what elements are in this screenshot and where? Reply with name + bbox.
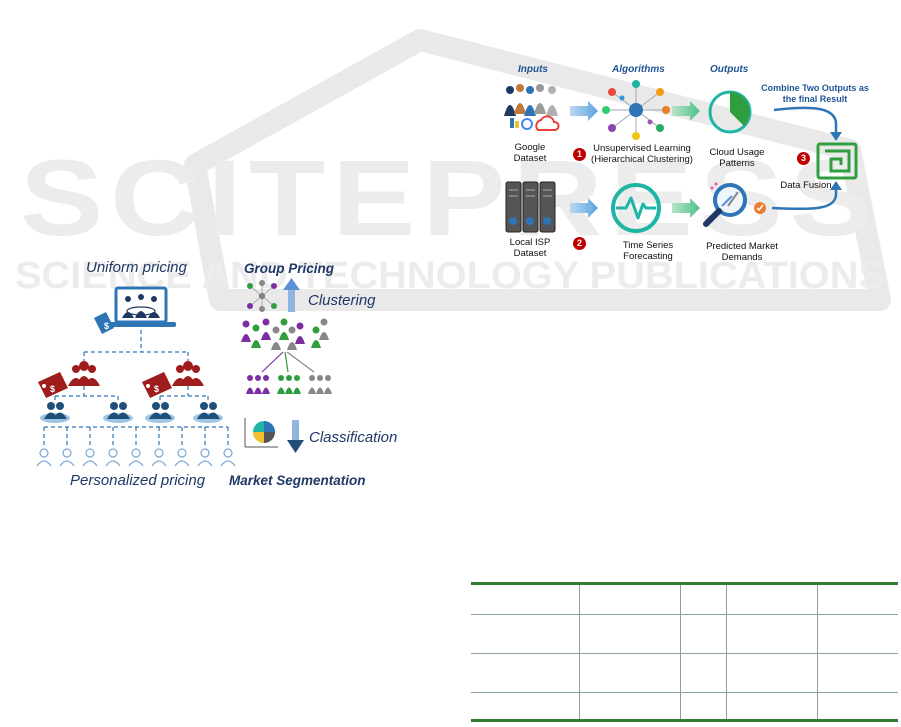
step-1-badge: 1	[573, 148, 586, 161]
ts-line-1: Time Series	[622, 240, 674, 251]
clustering-label: Clustering	[308, 292, 376, 309]
table-cell	[680, 653, 727, 693]
isp-line-2: Dataset	[513, 248, 547, 259]
step-2-badge: 2	[573, 237, 586, 250]
user-pair-icons	[40, 402, 223, 423]
classification-label: Classification	[309, 429, 398, 446]
combine-note: Combine Two Outputs as the final Result	[754, 83, 876, 105]
table-cell	[726, 582, 818, 615]
time-series-label: Time Series Forecasting	[610, 240, 686, 262]
combine-line-2: the final Result	[782, 94, 848, 104]
table-cell	[680, 614, 727, 654]
ts-line-2: Forecasting	[623, 251, 673, 262]
isp-line-1: Local ISP	[509, 237, 551, 248]
predicted-demands-label: Predicted Market Demands	[692, 241, 792, 263]
cloud-line-2: Patterns	[719, 158, 755, 169]
combine-arrow-top	[773, 106, 838, 136]
combine-line-1: Combine Two Outputs as	[761, 83, 869, 93]
table-cell	[817, 692, 898, 722]
pricing-diagram: $ $	[36, 278, 332, 467]
group-icon-right	[172, 361, 204, 386]
table-row	[471, 614, 898, 654]
table-cell	[680, 692, 727, 722]
user-pair-icon-3	[145, 402, 175, 423]
arrow-algo-to-output-bottom	[672, 198, 700, 218]
table-cell	[817, 653, 898, 693]
table-cell	[579, 614, 681, 654]
unsup-line-2: (Hierarchical Clustering)	[591, 154, 693, 165]
clustering-network-icon	[602, 80, 670, 140]
cluster-network-icon	[247, 280, 277, 312]
table-cell	[579, 653, 681, 693]
price-tag-icon-left: $	[38, 372, 68, 398]
group-icon-left	[68, 361, 100, 386]
user-pair-icon-4	[193, 402, 223, 423]
table-cell	[726, 653, 818, 693]
combine-arrow-bottom	[771, 186, 838, 211]
outputs-header: Outputs	[710, 64, 749, 75]
personalized-pricing-label: Personalized pricing	[70, 472, 206, 489]
unsupervised-learning-label: Unsupervised Learning (Hierarchical Clus…	[584, 143, 700, 165]
pred-line-2: Demands	[721, 252, 763, 263]
google-dataset-icon	[504, 84, 560, 131]
split-arrows	[261, 351, 315, 373]
arrow-input-to-algo-bottom	[570, 198, 598, 218]
google-dataset-label: Google Dataset	[500, 142, 560, 164]
local-isp-label: Local ISP Dataset	[500, 237, 560, 259]
results-table	[471, 582, 898, 722]
usage-pie-icon	[708, 90, 752, 134]
table-cell	[817, 614, 898, 654]
table-row	[471, 582, 898, 615]
arrow-algo-to-output-top	[672, 101, 700, 121]
uniform-pricing-label: Uniform pricing	[86, 259, 187, 276]
step-3-badge: 3	[797, 152, 810, 165]
data-fusion-icon	[816, 142, 858, 180]
table-cell	[726, 614, 818, 654]
svg-text:$: $	[50, 384, 55, 394]
price-tag-icon: $	[94, 312, 114, 334]
user-pair-icon-2	[103, 402, 133, 423]
laptop-icon	[106, 286, 176, 327]
inputs-header: Inputs	[518, 64, 548, 75]
crowd-icon	[241, 318, 329, 350]
unsup-line-1: Unsupervised Learning	[593, 143, 691, 154]
table-cell	[726, 692, 818, 722]
table-cell	[471, 582, 580, 615]
google-line-1: Google	[514, 142, 546, 153]
svg-text:$: $	[104, 321, 109, 331]
table-cell	[471, 692, 580, 722]
pred-line-1: Predicted Market	[706, 241, 778, 252]
arrow-input-to-algo-top	[570, 101, 598, 121]
arrow-down-icon	[287, 420, 304, 453]
market-segmentation-label: Market Segmentation	[229, 473, 366, 488]
svg-text:$: $	[154, 384, 159, 394]
data-fusion-label: Data Fusion	[780, 180, 832, 191]
table-cell	[579, 582, 681, 615]
group-pricing-label: Group Pricing	[244, 261, 335, 276]
google-line-2: Dataset	[513, 153, 547, 164]
table-cell	[817, 582, 898, 615]
user-pair-icon-1	[40, 402, 70, 423]
table-cell	[579, 692, 681, 722]
segment-groups	[246, 375, 332, 394]
hierarchy-lines	[43, 330, 229, 446]
algorithms-header: Algorithms	[612, 64, 665, 75]
table-cell	[471, 614, 580, 654]
workflow-diagram	[504, 80, 858, 233]
server-icon	[505, 181, 556, 233]
table-cell	[680, 582, 727, 615]
pie-chart-icon	[244, 418, 278, 448]
cloud-usage-label: Cloud Usage Patterns	[704, 147, 770, 169]
watermark-triangle	[184, 29, 891, 311]
cloud-line-1: Cloud Usage	[709, 147, 765, 158]
table-cell	[471, 653, 580, 693]
price-tag-icon-right: $	[142, 372, 172, 398]
magnifier-icon	[703, 182, 766, 227]
table-row	[471, 653, 898, 693]
arrow-up-icon	[283, 278, 300, 312]
individual-user-icons	[36, 448, 236, 467]
time-series-icon	[611, 183, 661, 233]
table-row	[471, 692, 898, 722]
